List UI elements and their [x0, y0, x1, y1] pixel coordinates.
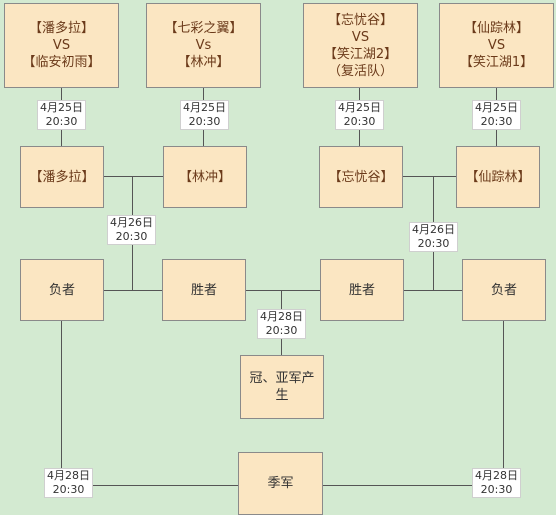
- third-place-label: 季军: [267, 476, 294, 491]
- date-day: 4月26日: [110, 216, 153, 229]
- date-label-6: 4月26日 20:30: [409, 222, 458, 252]
- match-3-team-a: 【忘忧谷】: [327, 12, 393, 28]
- round2-box-2: 【林冲】: [163, 146, 247, 208]
- match-4-team-b: 【笑江湖1】: [459, 55, 534, 70]
- match-2-team-a: 【七彩之翼】: [164, 21, 243, 36]
- date-time: 20:30: [188, 115, 221, 128]
- final-box: 冠、亚军产 生: [240, 355, 324, 419]
- third-place-box: 季军: [238, 452, 323, 515]
- date-day: 4月28日: [260, 310, 303, 323]
- connector-line: [61, 321, 62, 485]
- match-4-vs: VS: [487, 38, 506, 53]
- date-label-3: 4月25日 20:30: [335, 100, 384, 130]
- winner-box-right: 胜者: [320, 259, 404, 321]
- date-time: 20:30: [115, 230, 148, 243]
- connector-line: [103, 290, 162, 291]
- loser-left-label: 负者: [48, 282, 75, 298]
- connector-line: [402, 290, 463, 291]
- connector-line: [503, 321, 504, 485]
- date-day: 4月26日: [412, 223, 455, 236]
- date-time: 20:30: [265, 324, 298, 337]
- match-box-1: 【潘多拉】 VS 【临安初雨】: [4, 3, 119, 88]
- date-day: 4月28日: [475, 469, 518, 482]
- winner-box-left: 胜者: [162, 259, 246, 321]
- date-label-8: 4月28日 20:30: [44, 468, 93, 498]
- final-text-line-2: 生: [275, 388, 289, 403]
- match-1-vs: VS: [52, 38, 71, 53]
- round2-team-2: 【林冲】: [178, 169, 231, 185]
- connector-line: [245, 290, 321, 291]
- date-label-2: 4月25日 20:30: [180, 100, 229, 130]
- date-label-7: 4月28日 20:30: [257, 309, 306, 339]
- date-label-4: 4月25日 20:30: [472, 100, 521, 130]
- date-day: 4月28日: [47, 469, 90, 482]
- date-day: 4月25日: [183, 101, 226, 114]
- round2-team-4: 【仙踪林】: [465, 169, 531, 185]
- loser-box-right: 负者: [462, 259, 546, 321]
- connector-line: [322, 485, 504, 486]
- match-4-team-a: 【仙踪林】: [463, 21, 529, 36]
- date-day: 4月25日: [475, 101, 518, 114]
- round2-box-4: 【仙踪林】: [456, 146, 540, 208]
- date-label-9: 4月28日 20:30: [472, 468, 521, 498]
- match-2-vs: Vs: [195, 38, 212, 53]
- loser-right-label: 负者: [490, 282, 517, 298]
- date-label-5: 4月26日 20:30: [107, 215, 156, 245]
- match-1-team-a: 【潘多拉】: [28, 21, 94, 36]
- round2-team-1: 【潘多拉】: [29, 169, 95, 185]
- connector-line: [402, 176, 457, 177]
- date-day: 4月25日: [338, 101, 381, 114]
- winner-right-label: 胜者: [348, 282, 375, 298]
- final-text-line-1: 冠、亚军产: [249, 371, 315, 386]
- date-time: 20:30: [343, 115, 376, 128]
- match-box-2: 【七彩之翼】 Vs 【林冲】: [146, 3, 261, 88]
- connector-line: [103, 176, 164, 177]
- date-time: 20:30: [52, 483, 85, 496]
- connector-line: [61, 485, 239, 486]
- round2-team-3: 【忘忧谷】: [328, 169, 394, 185]
- match-3-note: （复活队）: [327, 63, 393, 79]
- match-box-4: 【仙踪林】 VS 【笑江湖1】: [439, 3, 554, 88]
- date-time: 20:30: [417, 237, 450, 250]
- date-time: 20:30: [480, 115, 513, 128]
- round2-box-1: 【潘多拉】: [20, 146, 104, 208]
- winner-left-label: 胜者: [190, 282, 217, 298]
- match-box-3: 【忘忧谷】 VS 【笑江湖2】 （复活队）: [303, 3, 418, 88]
- round2-box-3: 【忘忧谷】: [319, 146, 403, 208]
- match-1-team-b: 【临安初雨】: [22, 55, 101, 70]
- date-day: 4月25日: [40, 101, 83, 114]
- match-3-team-b: 【笑江湖2】: [323, 46, 398, 62]
- loser-box-left: 负者: [20, 259, 104, 321]
- date-time: 20:30: [480, 483, 513, 496]
- match-2-team-b: 【林冲】: [177, 55, 230, 70]
- match-3-vs: VS: [351, 29, 370, 45]
- date-time: 20:30: [45, 115, 78, 128]
- date-label-1: 4月25日 20:30: [37, 100, 86, 130]
